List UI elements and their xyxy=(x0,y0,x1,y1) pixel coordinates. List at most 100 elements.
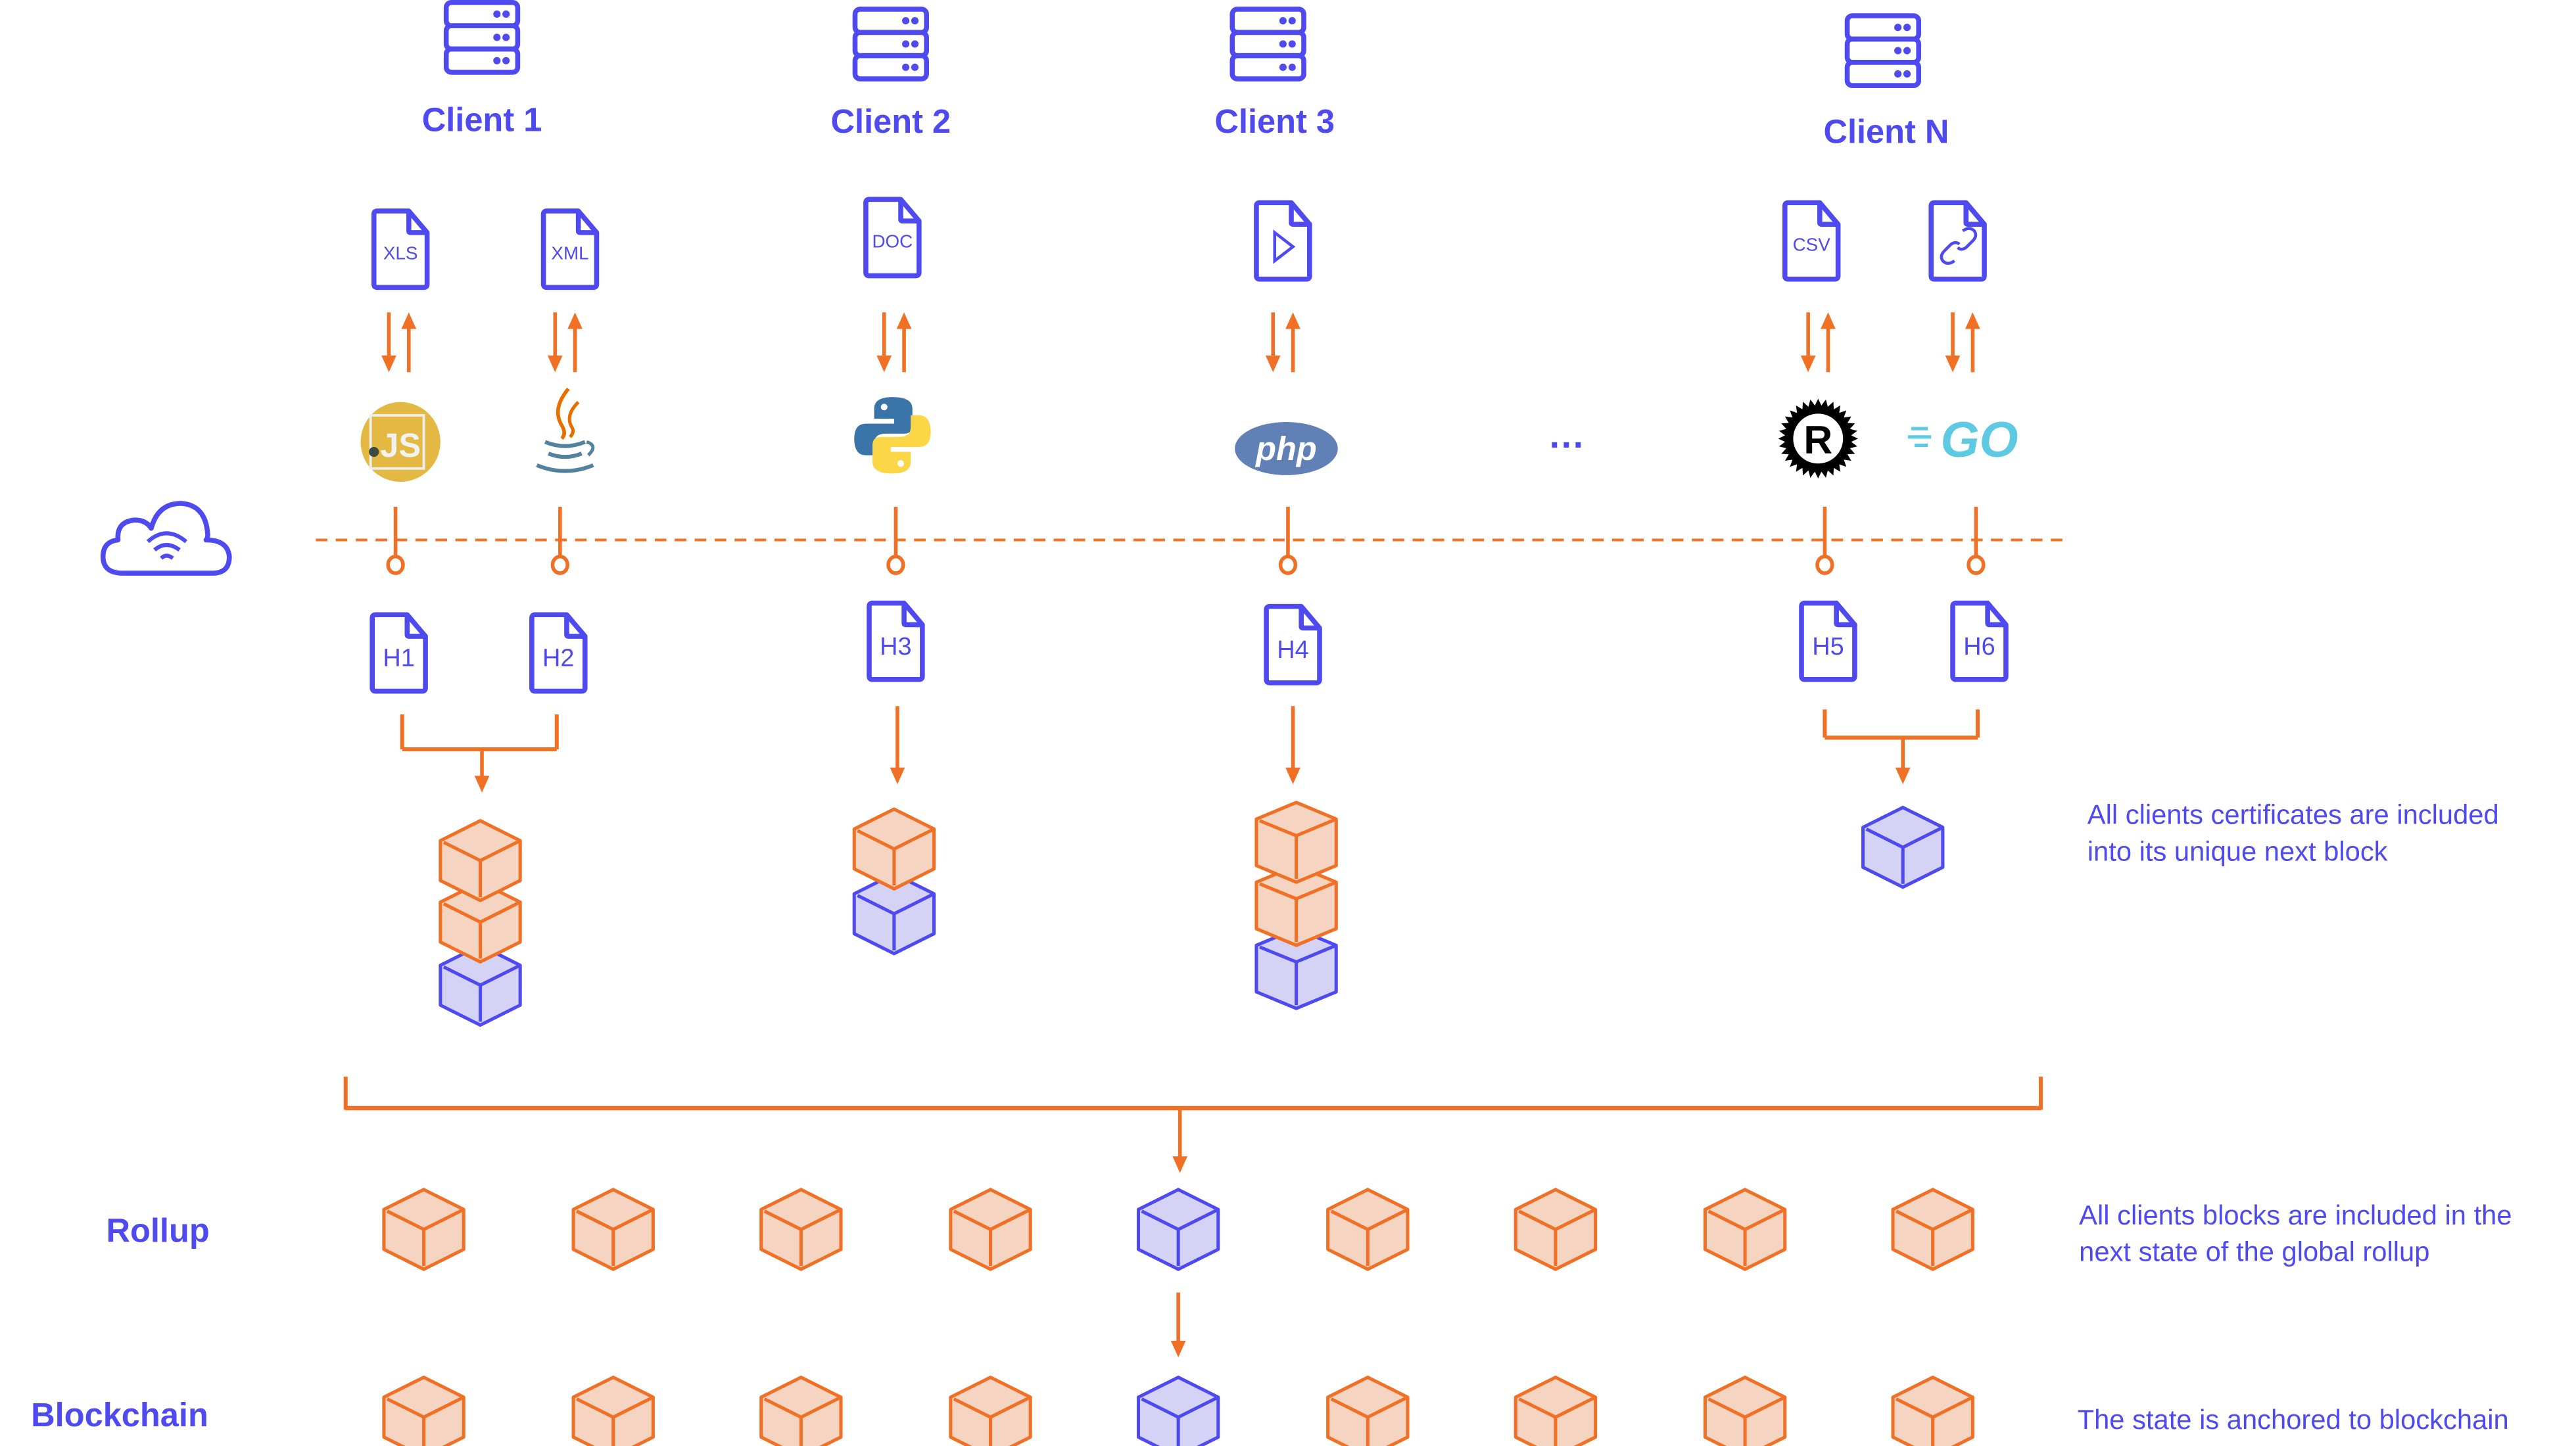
server-led xyxy=(1288,17,1296,25)
xls-file-icon: XLS xyxy=(371,208,430,291)
server-led xyxy=(493,57,501,64)
server-led xyxy=(1279,63,1287,71)
rollup-block-2 xyxy=(571,1188,655,1271)
arrow-head xyxy=(890,767,905,785)
cloud-outline xyxy=(100,501,232,576)
server-led xyxy=(1903,24,1911,32)
blockchain-block-7 xyxy=(1514,1375,1598,1446)
java-steam xyxy=(556,387,570,440)
java-logo-icon xyxy=(536,387,595,473)
java-handle xyxy=(586,440,595,457)
arrow-head xyxy=(896,312,912,329)
arrow-head xyxy=(1945,355,1961,373)
note-rollup-line-2: next state of the global rollup xyxy=(2079,1238,2430,1268)
rollup-arrow xyxy=(1172,1108,1188,1173)
file-label: H1 xyxy=(383,645,414,672)
cube-outline xyxy=(1326,1375,1410,1446)
java-cup xyxy=(536,463,594,473)
rust-text: R xyxy=(1803,417,1832,462)
client-n-server-icon xyxy=(1844,13,1922,88)
client-2-block-2 xyxy=(852,872,936,956)
stem-node xyxy=(886,554,905,575)
arrow-head xyxy=(1821,312,1836,329)
link-file-icon xyxy=(1928,200,1987,282)
file-fold xyxy=(1834,603,1855,628)
hash-file-h5-icon: H5 xyxy=(1799,600,1857,682)
js-square xyxy=(369,414,425,470)
file-label: H3 xyxy=(880,633,911,661)
server-led xyxy=(502,57,510,64)
file-fold xyxy=(1985,603,2006,628)
javascript-logo-icon: JS xyxy=(360,402,441,482)
hash-file-h3-icon: H3 xyxy=(867,600,925,682)
rollup-block-6 xyxy=(1326,1188,1410,1271)
note-rollup-line-1: All clients blocks are included in the xyxy=(2079,1201,2512,1232)
cloud-wifi-icon xyxy=(100,501,232,576)
link-go-arrows-up xyxy=(1965,312,1980,373)
client-1-block-1 xyxy=(439,819,522,902)
server-unit xyxy=(1229,53,1306,82)
file-label: CSV xyxy=(1793,235,1831,255)
go-text: GO xyxy=(1941,412,2018,468)
java-cup xyxy=(548,452,583,459)
arrow-head xyxy=(1170,1340,1186,1358)
xls-js-arrows-up xyxy=(401,312,417,373)
arrow-head xyxy=(474,776,490,793)
client-4-block-1 xyxy=(1861,805,1945,889)
hash-file-h1-icon: H1 xyxy=(370,612,428,694)
go-logo-icon: GO xyxy=(1907,412,2018,468)
python-network-stem xyxy=(886,506,905,575)
file-label: H6 xyxy=(1963,633,1995,661)
rust-inner xyxy=(1793,413,1844,464)
file-outline xyxy=(1928,200,1987,282)
file-fold xyxy=(575,211,597,235)
link-icon xyxy=(1940,241,1961,265)
server-led xyxy=(1894,70,1902,78)
cube-outline xyxy=(1514,1375,1598,1446)
client-1-block-2 xyxy=(439,880,522,964)
rollup-block-9 xyxy=(1891,1188,1974,1271)
wifi-arc xyxy=(153,543,181,552)
arrow-head xyxy=(1285,312,1300,329)
php-network-stem xyxy=(1278,506,1298,575)
xml-file-icon: XML xyxy=(540,208,600,291)
rollup-block-1 xyxy=(382,1188,465,1271)
server-led xyxy=(502,10,510,18)
stem-node xyxy=(1278,554,1298,575)
blockchain-block-4 xyxy=(949,1375,1032,1446)
blockchain-block-3 xyxy=(759,1375,843,1446)
client-3-server-icon xyxy=(1229,7,1306,82)
php-text: php xyxy=(1254,430,1317,467)
file-fold xyxy=(404,615,426,639)
more-clients-ellipsis: ... xyxy=(1549,414,1585,456)
rollup-block-3 xyxy=(759,1188,843,1271)
csv-file-icon: CSV xyxy=(1782,200,1841,282)
js-dot xyxy=(369,446,379,457)
file-label: DOC xyxy=(872,231,913,252)
server-led xyxy=(1279,17,1287,25)
server-led xyxy=(493,34,501,41)
arrow-head xyxy=(547,355,563,373)
arrow-head xyxy=(1800,355,1816,373)
server-led xyxy=(911,63,919,71)
server-led xyxy=(911,17,919,25)
arrow-head xyxy=(876,355,892,373)
client-2-block-1 xyxy=(852,807,936,891)
server-unit xyxy=(1844,59,1922,88)
link-icon xyxy=(1957,227,1978,251)
blockchain-block-6 xyxy=(1326,1375,1410,1446)
file-fold xyxy=(1817,202,1838,227)
file-fold xyxy=(406,211,427,235)
cube-outline xyxy=(571,1375,655,1446)
anchor-arrow xyxy=(1170,1292,1186,1358)
php-logo-icon: php xyxy=(1235,422,1338,475)
note-client-blocks-line-2: into its unique next block xyxy=(2087,837,2388,868)
file-label: XML xyxy=(551,243,588,263)
blockchain-block-9 xyxy=(1891,1375,1974,1446)
blockchain-block-2 xyxy=(571,1375,655,1446)
note-client-blocks-line-1: All clients certificates are included xyxy=(2087,801,2499,831)
python-eye xyxy=(880,404,888,411)
hash-file-h2-icon: H2 xyxy=(529,612,588,694)
hash-file-h6-icon: H6 xyxy=(1950,600,2009,682)
